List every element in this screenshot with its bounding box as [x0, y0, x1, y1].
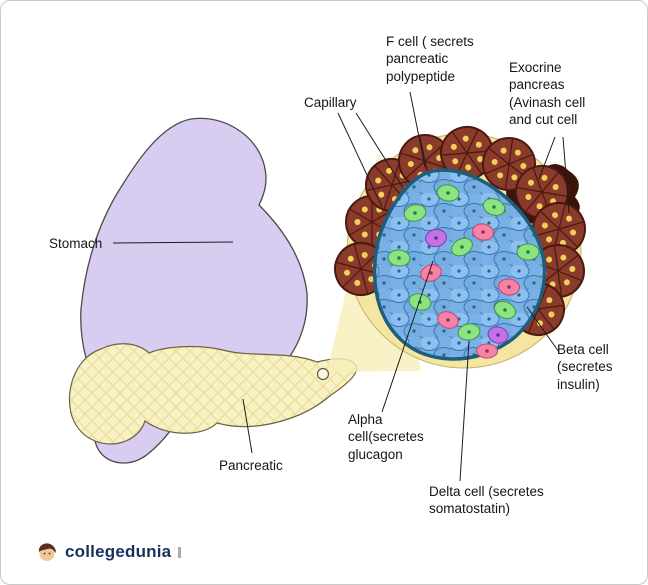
- leader-capillary-1: [337, 112, 383, 208]
- leader-exocrine-1: [538, 136, 556, 180]
- label-capillary: Capillary: [304, 95, 357, 110]
- label-alpha-cell: Alpha cell(secretes glucagon: [348, 412, 424, 462]
- leader-f-cell: [409, 91, 426, 168]
- leader-beta: [526, 306, 560, 353]
- islet-f-nuclei: [434, 236, 500, 337]
- leader-capillary-2: [355, 112, 405, 190]
- label-f-cell: F cell ( secrets pancreatic polypeptide: [386, 34, 474, 84]
- leader-lines: [112, 91, 570, 482]
- label-exocrine-pancreas: Exocrine pancreas (Avinash cell and cut …: [509, 60, 586, 127]
- brand-logo-icon: [38, 543, 56, 561]
- leader-alpha: [381, 260, 434, 413]
- pancreas-duct-marker: [316, 367, 330, 381]
- label-stomach: Stomach: [49, 236, 103, 251]
- label-beta-cell: Beta cell (secretes insulin): [557, 342, 613, 392]
- label-delta-cell: Delta cell (secretes somatostatin): [429, 484, 544, 517]
- leader-delta: [459, 340, 470, 482]
- leader-stomach: [112, 241, 234, 244]
- islet-delta-nuclei: [429, 230, 511, 353]
- islet-alpha-nuclei: [397, 191, 530, 334]
- zoom-circle: [328, 117, 592, 369]
- pancreas-shape: [68, 343, 358, 445]
- label-pancreatic: Pancreatic: [219, 458, 283, 473]
- brand-name: collegedunia: [65, 542, 172, 561]
- leader-pancreatic: [242, 398, 253, 454]
- leader-exocrine-2: [562, 136, 570, 214]
- brand-trademark: [178, 546, 182, 558]
- footer-brand: collegedunia: [35, 540, 182, 564]
- islet: [372, 168, 547, 361]
